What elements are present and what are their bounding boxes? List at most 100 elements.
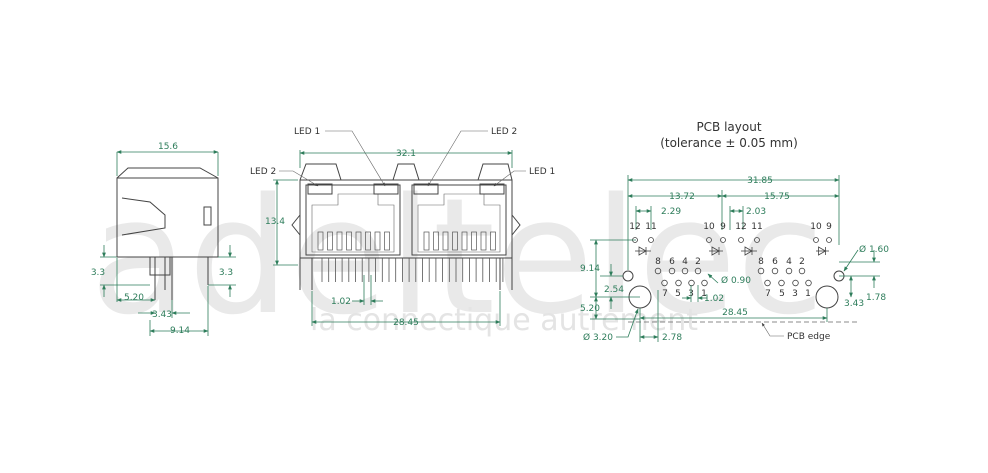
signal-pad bbox=[668, 267, 676, 275]
led-diode-symbol bbox=[818, 246, 827, 256]
dim-pcb-28-45: 28.45 bbox=[722, 308, 748, 318]
front-contact bbox=[490, 231, 496, 251]
signal-pad bbox=[792, 279, 799, 287]
signal-pad bbox=[681, 267, 689, 275]
front-port-right-frame bbox=[411, 184, 507, 256]
dim-pcb-3-43: 3.43 bbox=[844, 299, 864, 309]
pin-label-r1-5: 5 bbox=[675, 289, 681, 299]
pin-label-g2-9: 9 bbox=[720, 222, 726, 232]
led-diode-symbol bbox=[638, 246, 647, 256]
dim-pcb-9-14: 9.14 bbox=[580, 264, 600, 274]
led-diode-symbol bbox=[711, 246, 720, 256]
side-tab bbox=[149, 256, 171, 276]
dim-pcb-2-54: 2.54 bbox=[604, 285, 624, 295]
dim-pcb-hole-0-90: Ø 0.90 bbox=[721, 275, 751, 286]
pin-label-r2-6: 6 bbox=[772, 257, 778, 267]
dim-front-height: 13.4 bbox=[265, 217, 285, 227]
front-port-right bbox=[417, 193, 501, 253]
dim-side-5-20: 5.20 bbox=[124, 293, 144, 303]
dim-pcb-hole-1-60: Ø 1.60 bbox=[859, 244, 889, 255]
front-led-left-1 bbox=[307, 183, 333, 195]
led-pad bbox=[648, 237, 654, 243]
dim-side-right-height: 3.3 bbox=[219, 268, 233, 278]
pcb-layout: PCB layout (tolerance ± 0.05 mm) 31.85 1… bbox=[580, 120, 889, 343]
callout-led1-left bbox=[325, 130, 386, 187]
dim-pcb-2-78: 2.78 bbox=[662, 333, 682, 343]
side-latch bbox=[121, 197, 166, 236]
side-view: 15.6 3.3 3.3 5.20 3.43 9.14 bbox=[91, 142, 236, 336]
callout-led2-left bbox=[279, 170, 319, 187]
front-housing bbox=[299, 179, 513, 259]
dim-pcb-2-03: 2.03 bbox=[746, 207, 766, 217]
pin-label-g2-11: 11 bbox=[751, 222, 762, 232]
led-pad bbox=[720, 237, 726, 243]
led-pad bbox=[738, 237, 744, 243]
pin-label-r1-4: 4 bbox=[682, 257, 688, 267]
pin-label-g2-10: 10 bbox=[703, 222, 715, 232]
label-pcb-edge: PCB edge bbox=[787, 332, 831, 342]
label-led2-right: LED 2 bbox=[491, 127, 517, 137]
dim-pcb-13-72: 13.72 bbox=[669, 192, 695, 202]
callout-led2-right bbox=[427, 130, 488, 187]
dim-pcb-1-78: 1.78 bbox=[866, 293, 886, 303]
signal-pad bbox=[778, 279, 785, 287]
dim-side-3-43: 3.43 bbox=[152, 310, 172, 320]
pin-label-r1-1: 1 bbox=[701, 289, 707, 299]
pin-label-r2-1: 1 bbox=[805, 289, 811, 299]
signal-pad bbox=[757, 267, 765, 275]
pin-label-g3-10: 10 bbox=[810, 222, 822, 232]
signal-pad bbox=[805, 279, 812, 287]
dim-pcb-15-75: 15.75 bbox=[764, 192, 790, 202]
dim-pcb-5-20: 5.20 bbox=[580, 304, 600, 314]
pin-label-g3-9: 9 bbox=[826, 222, 832, 232]
signal-pad bbox=[701, 279, 708, 287]
front-contact bbox=[336, 231, 343, 251]
signal-pad bbox=[694, 267, 702, 275]
front-view: LED 1 LED 2 LED 2 LED 1 32.1 13.4 1.02 2… bbox=[250, 127, 555, 328]
led-pad bbox=[826, 237, 832, 243]
front-led-right-2 bbox=[479, 183, 505, 195]
led-pad bbox=[813, 237, 819, 243]
pcb-tolerance: (tolerance ± 0.05 mm) bbox=[660, 136, 798, 150]
pin-label-r2-7: 7 bbox=[765, 289, 771, 299]
pin-label-r1-6: 6 bbox=[669, 257, 675, 267]
pcb-signal-pins bbox=[654, 267, 812, 287]
front-led-left-2 bbox=[373, 183, 399, 195]
front-port-left bbox=[311, 193, 395, 253]
label-led2-left: LED 2 bbox=[250, 167, 276, 177]
front-contact bbox=[365, 231, 371, 251]
signal-pad bbox=[654, 267, 662, 275]
pin-label-g1-11: 11 bbox=[645, 222, 656, 232]
dim-side-9-14: 9.14 bbox=[170, 326, 190, 336]
front-contact bbox=[384, 231, 390, 251]
pin-label-g2-12: 12 bbox=[735, 222, 746, 232]
front-contact bbox=[433, 231, 439, 251]
pin-label-r2-4: 4 bbox=[786, 257, 792, 267]
led-diode-symbol bbox=[744, 246, 753, 256]
label-led1-left: LED 1 bbox=[294, 127, 320, 137]
label-led1-right: LED 1 bbox=[529, 167, 555, 177]
front-contact bbox=[452, 231, 458, 251]
front-contact bbox=[461, 231, 468, 251]
front-contact bbox=[317, 231, 324, 251]
signal-pad bbox=[675, 279, 682, 287]
front-led-right-1 bbox=[413, 183, 439, 195]
dim-side-left-height: 3.3 bbox=[91, 268, 105, 278]
pin-label-r1-7: 7 bbox=[662, 289, 668, 299]
dim-front-width: 32.1 bbox=[396, 149, 416, 159]
signal-pad bbox=[661, 279, 668, 287]
front-contact bbox=[480, 231, 487, 251]
front-side-clips bbox=[291, 214, 521, 236]
signal-pad bbox=[688, 279, 695, 287]
signal-pad bbox=[798, 267, 806, 275]
front-top-lugs bbox=[299, 163, 513, 181]
side-top-edge bbox=[116, 167, 219, 179]
signal-pad bbox=[764, 279, 771, 287]
signal-pad bbox=[771, 267, 779, 275]
pin-label-r2-3: 3 bbox=[792, 289, 798, 299]
front-contact bbox=[327, 231, 333, 251]
callout-led1-right bbox=[493, 170, 526, 187]
front-contact bbox=[355, 231, 362, 251]
front-contact bbox=[423, 231, 430, 251]
